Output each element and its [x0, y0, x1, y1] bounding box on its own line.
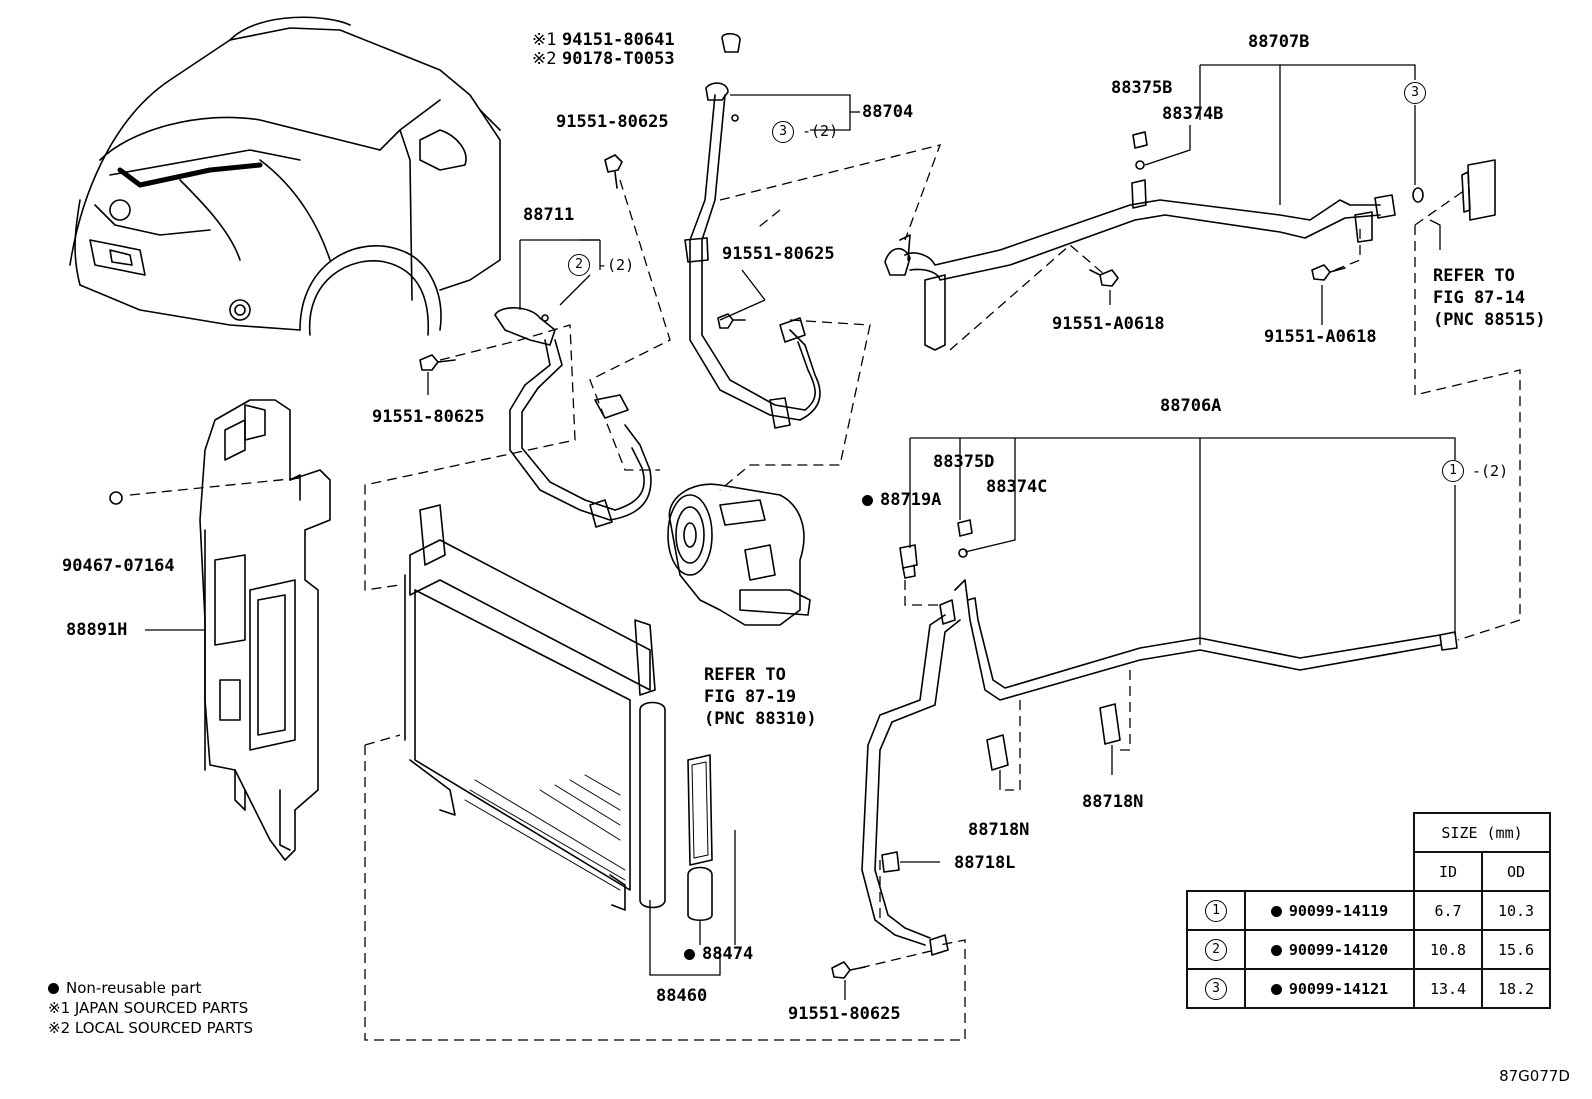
oring-id: 6.7: [1413, 890, 1483, 931]
callout-circle-2-suction: 2: [568, 254, 590, 276]
qty-88706A: -(2): [1472, 462, 1509, 480]
non-reusable-dot-icon: [1270, 944, 1282, 956]
size-header: SIZE (mm): [1413, 812, 1551, 853]
oring-size-table: SIZE (mm) ID OD 1 90099-14119 6.7 10.3 2…: [1186, 812, 1551, 1009]
part-label-88718N-left[interactable]: 88718N: [968, 820, 1030, 840]
discharge-hose-88704: [684, 32, 821, 429]
part-label-91551-80625-mid[interactable]: 91551-80625: [722, 244, 835, 264]
col-id-header: ID: [1413, 851, 1483, 892]
table-row: 2 90099-14120 10.8 15.6: [1186, 929, 1551, 970]
part-label-90467-07164[interactable]: 90467-07164: [62, 556, 175, 576]
oring-od: 15.6: [1481, 929, 1551, 970]
part-label-91551-A0618-right[interactable]: 91551-A0618: [1264, 327, 1377, 347]
part-label-88711[interactable]: 88711: [523, 205, 575, 225]
condenser-88460: [404, 504, 666, 911]
part-label-88374B[interactable]: 88374B: [1162, 104, 1224, 124]
part-label-91551-80625-top[interactable]: 91551-80625: [556, 112, 669, 132]
part-label-88707B[interactable]: 88707B: [1248, 32, 1310, 52]
oring-part-number[interactable]: 90099-14119: [1288, 901, 1389, 920]
tube-88707B: [884, 179, 1396, 351]
ref-circle: 3: [1205, 977, 1227, 1000]
car-front-illustration: [69, 16, 501, 336]
callout-circle-1-tube: 1: [1442, 460, 1464, 482]
callout-circle-3-tube: 3: [1404, 82, 1426, 104]
expansion-valve: [1461, 159, 1496, 221]
refer-87-19-line1: REFER TO: [704, 665, 786, 685]
non-reusable-dot-icon: [684, 949, 695, 960]
legend: Non-reusable part ※1 JAPAN SOURCED PARTS…: [48, 978, 253, 1038]
compressor: [667, 483, 811, 626]
dashed-lines: [129, 144, 1521, 1041]
part-label-91551-A0618-left[interactable]: 91551-A0618: [1052, 314, 1165, 334]
legend-non-reusable: Non-reusable part: [48, 978, 253, 998]
part-label-88474[interactable]: 88474: [684, 946, 753, 963]
refer-87-19-line3: (PNC 88310): [704, 709, 817, 729]
part-label-88719A[interactable]: 88719A: [862, 492, 941, 509]
part-label-90178-T0053[interactable]: 90178-T0053: [562, 49, 675, 69]
refer-87-14-line3: (PNC 88515): [1433, 310, 1546, 330]
part-label-88704[interactable]: 88704: [862, 102, 914, 122]
non-reusable-dot-icon: [48, 983, 59, 994]
part-label-88374C[interactable]: 88374C: [986, 477, 1048, 497]
part-label-88718N-right[interactable]: 88718N: [1082, 792, 1144, 812]
oring-id: 10.8: [1413, 929, 1483, 970]
refer-87-14-line2: FIG 87-14: [1433, 288, 1526, 308]
small-parts: [109, 131, 1424, 979]
refer-87-14-line1: REFER TO: [1433, 266, 1515, 286]
oring-od: 10.3: [1481, 890, 1551, 931]
oring-part-number[interactable]: 90099-14120: [1288, 940, 1389, 959]
suction-hose-88711: [494, 307, 652, 528]
oring-id: 13.4: [1413, 968, 1483, 1009]
refer-87-19-line2: FIG 87-19: [704, 687, 797, 707]
table-row: 1 90099-14119 6.7 10.3: [1186, 890, 1551, 931]
part-label-88891H[interactable]: 88891H: [66, 620, 128, 640]
ref-circle: 2: [1205, 938, 1227, 961]
figure-id: 87G077D: [1499, 1067, 1570, 1085]
non-reusable-dot-icon: [1270, 983, 1282, 995]
non-reusable-dot-icon: [862, 495, 873, 506]
part-label-91551-80625-left[interactable]: 91551-80625: [372, 407, 485, 427]
part-label-88718L[interactable]: 88718L: [954, 853, 1016, 873]
part-label-88375D[interactable]: 88375D: [933, 452, 995, 472]
tube-88706A: [861, 579, 1458, 956]
part-label-88375B[interactable]: 88375B: [1111, 78, 1173, 98]
table-row: 3 90099-14121 13.4 18.2: [1186, 968, 1551, 1009]
note-mark-1: ※1: [532, 30, 557, 50]
qty-88711: -(2): [598, 256, 635, 274]
legend-japan: ※1 JAPAN SOURCED PARTS: [48, 999, 249, 1017]
oring-od: 18.2: [1481, 968, 1551, 1009]
ref-circle: 1: [1205, 899, 1227, 922]
note-mark-2: ※2: [532, 49, 557, 69]
part-label-88460[interactable]: 88460: [656, 986, 708, 1006]
part-label-94151-80641[interactable]: 94151-80641: [562, 30, 675, 50]
desiccant-88474: [687, 754, 713, 922]
leader-lines: [145, 64, 1456, 1000]
legend-local: ※2 LOCAL SOURCED PARTS: [48, 1019, 253, 1037]
col-od-header: OD: [1481, 851, 1551, 892]
part-label-88706A[interactable]: 88706A: [1160, 396, 1222, 416]
oring-part-number[interactable]: 90099-14121: [1288, 979, 1389, 998]
qty-88704: -(2): [802, 122, 839, 140]
part-label-91551-80625-bottom[interactable]: 91551-80625: [788, 1004, 901, 1024]
radiator-side-shield-88891H: [199, 399, 331, 861]
non-reusable-dot-icon: [1270, 905, 1282, 917]
callout-circle-3-hose: 3: [772, 121, 794, 143]
